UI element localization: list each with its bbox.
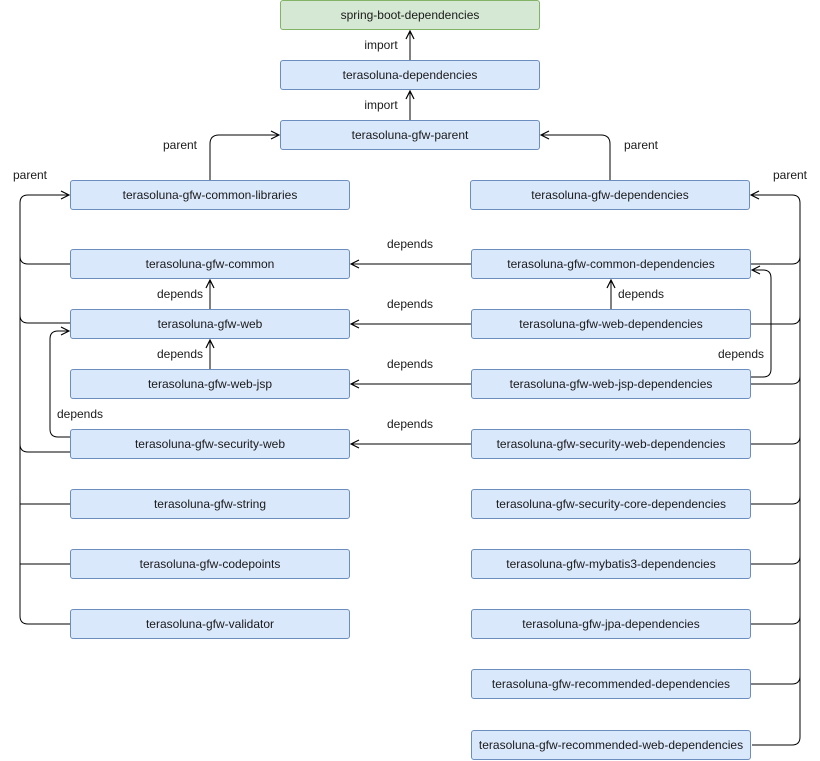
node-terasoluna-gfw-recommended-web-dependencies[interactable]: terasoluna-gfw-recommended-web-dependenc…	[471, 730, 751, 760]
node-label: terasoluna-gfw-security-core-dependencie…	[495, 497, 727, 511]
node-label: terasoluna-gfw-security-web	[134, 437, 286, 451]
node-label: terasoluna-gfw-validator	[145, 617, 275, 631]
node-terasoluna-gfw-common-dependencies[interactable]: terasoluna-gfw-common-dependencies	[471, 249, 751, 279]
node-terasoluna-gfw-web[interactable]: terasoluna-gfw-web	[70, 309, 350, 339]
edge-right-bus-web-deps	[751, 315, 801, 325]
edge-label-parent: parent	[12, 168, 48, 182]
node-label: terasoluna-gfw-common-dependencies	[507, 257, 715, 271]
edge-label-import: import	[364, 98, 398, 112]
edge-left-bus-web	[19, 314, 70, 324]
edge-left-bus-security-web	[19, 443, 70, 453]
node-terasoluna-gfw-security-web-dependencies[interactable]: terasoluna-gfw-security-web-dependencies	[471, 429, 751, 459]
node-terasoluna-gfw-web-dependencies[interactable]: terasoluna-gfw-web-dependencies	[471, 309, 751, 339]
node-label: terasoluna-gfw-dependencies	[531, 188, 689, 202]
node-terasoluna-gfw-jpa-dependencies[interactable]: terasoluna-gfw-jpa-dependencies	[471, 609, 751, 639]
node-label: terasoluna-gfw-codepoints	[139, 557, 281, 571]
edge-label-parent: parent	[162, 138, 198, 152]
edge-right-bus-recommended-deps	[751, 675, 801, 685]
node-terasoluna-dependencies[interactable]: terasoluna-dependencies	[280, 60, 540, 90]
edge-label-depends: depends	[386, 357, 434, 371]
edge-label-depends: depends	[156, 347, 204, 361]
node-label: terasoluna-gfw-jpa-dependencies	[522, 617, 700, 631]
node-label: terasoluna-gfw-web-dependencies	[519, 317, 703, 331]
edge-left-bus-common	[19, 255, 70, 265]
edge-right-bus-security-core-deps	[751, 495, 801, 505]
node-label: terasoluna-gfw-parent	[351, 128, 469, 142]
node-terasoluna-gfw-web-jsp[interactable]: terasoluna-gfw-web-jsp	[70, 369, 350, 399]
node-terasoluna-gfw-recommended-dependencies[interactable]: terasoluna-gfw-recommended-dependencies	[471, 669, 751, 699]
node-label: terasoluna-gfw-recommended-web-dependenc…	[478, 738, 744, 752]
edge-parent-gfw-dependencies	[541, 135, 611, 180]
node-label: terasoluna-gfw-web-jsp	[147, 377, 273, 391]
edge-depends-securityweb-to-web	[49, 331, 70, 438]
node-terasoluna-gfw-mybatis3-dependencies[interactable]: terasoluna-gfw-mybatis3-dependencies	[471, 549, 751, 579]
edge-label-parent: parent	[772, 168, 808, 182]
node-label: terasoluna-gfw-web	[157, 317, 263, 331]
node-terasoluna-gfw-dependencies[interactable]: terasoluna-gfw-dependencies	[470, 180, 750, 210]
node-spring-boot-dependencies[interactable]: spring-boot-dependencies	[280, 0, 540, 30]
node-label: terasoluna-gfw-mybatis3-dependencies	[506, 557, 716, 571]
edge-label-depends: depends	[386, 297, 434, 311]
edge-right-bus-security-web-deps	[751, 435, 801, 445]
edge-right-bus-web-jsp-deps	[751, 375, 801, 385]
edge-right-parent-bus	[751, 195, 801, 746]
node-label: terasoluna-gfw-string	[153, 497, 267, 511]
edge-right-bus-jpa-deps	[751, 615, 801, 625]
node-label: spring-boot-dependencies	[340, 8, 480, 22]
node-terasoluna-gfw-security-web[interactable]: terasoluna-gfw-security-web	[70, 429, 350, 459]
node-terasoluna-gfw-codepoints[interactable]: terasoluna-gfw-codepoints	[70, 549, 350, 579]
node-label: terasoluna-gfw-security-web-dependencies	[496, 437, 726, 451]
node-terasoluna-gfw-string[interactable]: terasoluna-gfw-string	[70, 489, 350, 519]
edge-label-depends: depends	[386, 237, 434, 251]
node-terasoluna-gfw-common[interactable]: terasoluna-gfw-common	[70, 249, 350, 279]
node-label: terasoluna-gfw-recommended-dependencies	[491, 677, 731, 691]
edge-label-import: import	[364, 38, 398, 52]
node-label: terasoluna-gfw-web-jsp-dependencies	[509, 377, 713, 391]
edge-left-parent-bus	[19, 195, 70, 625]
edge-right-bus-common-deps	[751, 255, 801, 265]
node-terasoluna-gfw-parent[interactable]: terasoluna-gfw-parent	[280, 120, 540, 150]
node-label: terasoluna-dependencies	[342, 68, 478, 82]
node-terasoluna-gfw-validator[interactable]: terasoluna-gfw-validator	[70, 609, 350, 639]
edge-label-depends: depends	[56, 407, 104, 421]
edge-label-depends: depends	[386, 417, 434, 431]
edge-depends-webjspdeps-to-commondeps	[751, 270, 772, 378]
node-label: terasoluna-gfw-common	[145, 257, 275, 271]
node-terasoluna-gfw-common-libraries[interactable]: terasoluna-gfw-common-libraries	[70, 180, 350, 210]
edge-label-depends: depends	[156, 287, 204, 301]
edge-label-depends: depends	[717, 347, 765, 361]
edge-parent-common-libraries	[209, 135, 279, 180]
edge-label-depends: depends	[617, 287, 665, 301]
node-label: terasoluna-gfw-common-libraries	[122, 188, 298, 202]
edge-label-parent: parent	[623, 138, 659, 152]
node-terasoluna-gfw-security-core-dependencies[interactable]: terasoluna-gfw-security-core-dependencie…	[471, 489, 751, 519]
node-terasoluna-gfw-web-jsp-dependencies[interactable]: terasoluna-gfw-web-jsp-dependencies	[471, 369, 751, 399]
edge-right-bus-mybatis3-deps	[751, 555, 801, 565]
